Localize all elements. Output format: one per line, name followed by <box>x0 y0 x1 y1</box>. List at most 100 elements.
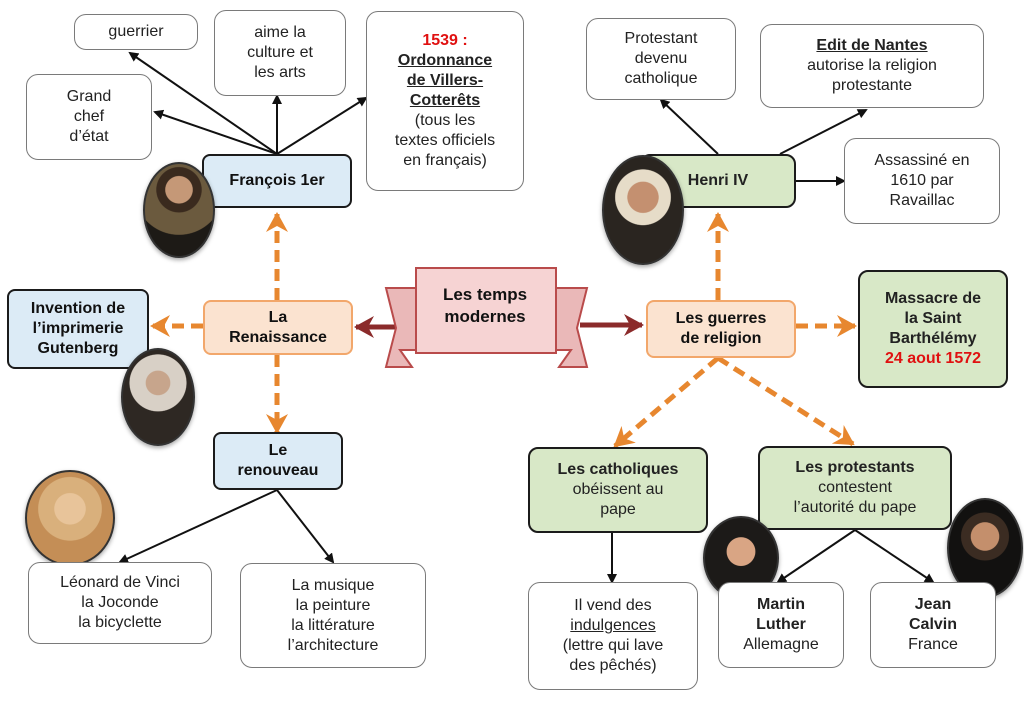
renaissance-label-1: La <box>268 308 288 326</box>
assassin-box: Assassiné en 1610 par Ravaillac <box>844 138 1000 224</box>
leonard-line3: la bicyclette <box>78 614 162 631</box>
massacre-box: Massacre de la Saint Barthélémy 24 aout … <box>858 270 1008 388</box>
ordonnance-year: 1539 : <box>422 32 468 49</box>
indulgences-link: indulgences <box>570 617 656 634</box>
massacre-line1: Massacre de <box>884 290 982 307</box>
imprimerie-line1: Invention de <box>30 300 126 317</box>
imprimerie-line3: Gutenberg <box>37 340 119 357</box>
luther-name-1: Martin <box>757 596 805 613</box>
guerrier-box: guerrier <box>74 14 198 50</box>
arts-line1: La musique <box>291 576 375 594</box>
indulgences-box: Il vend des indulgences (lettre qui lave… <box>528 582 698 690</box>
ordonnance-box: 1539 : Ordonnance de Villers- Cotterêts … <box>366 11 524 191</box>
arrow-to-luther <box>776 529 856 584</box>
edit-line2: protestante <box>831 77 913 94</box>
arrow-to-ordonnance <box>276 96 368 155</box>
protestants-line2: l’autorité du pape <box>793 499 917 516</box>
arts-box: La musique la peinture la littérature l’… <box>240 563 426 668</box>
leonard-line1: Léonard de Vinci <box>60 574 180 591</box>
converti-line1: Protestant <box>624 30 698 47</box>
arts-line2: la peinture <box>295 596 371 614</box>
arrow-to-leonard <box>118 489 278 564</box>
guerres-label-2: de religion <box>680 330 762 347</box>
massacre-line2: la Saint <box>904 310 962 327</box>
indulgences-line1: Il vend des <box>574 597 652 614</box>
arrow-to-converti <box>659 98 719 155</box>
calvin-name-1: Jean <box>914 596 952 613</box>
converti-box: Protestant devenu catholique <box>586 18 736 100</box>
protestants-title: Les protestants <box>795 459 915 476</box>
ordonnance-title-1: Ordonnance <box>397 52 493 69</box>
ordonnance-detail-2: textes officiels <box>394 132 496 149</box>
edit-title: Edit de Nantes <box>816 37 928 54</box>
culture-box: aime la culture et les arts <box>214 10 346 96</box>
assassin-line3: Ravaillac <box>889 192 955 209</box>
calvin-name-2: Calvin <box>908 616 957 633</box>
renouveau-line1: Le <box>268 442 288 459</box>
arrow-to-edit <box>779 109 868 155</box>
leonard-line2: la Joconde <box>81 594 159 611</box>
center-title-line2: modernes <box>444 307 526 327</box>
renouveau-box: Le renouveau <box>213 432 343 490</box>
arrow-to-guerrier <box>128 51 278 155</box>
catholiques-box: Les catholiques obéissent au pape <box>528 447 708 533</box>
protestants-box: Les protestants contestent l’autorité du… <box>758 446 952 530</box>
center-banner <box>384 267 589 368</box>
arrow-to-calvin <box>854 529 935 584</box>
arts-line4: l’architecture <box>287 636 379 654</box>
catholiques-line2: pape <box>600 501 636 518</box>
luther-country: Allemagne <box>743 636 819 653</box>
portrait-gutenberg <box>121 348 195 446</box>
culture-line2: culture et <box>247 44 313 61</box>
indulgences-line3: (lettre qui lave <box>562 637 664 654</box>
assassin-line2: 1610 par <box>890 172 954 189</box>
renouveau-line2: renouveau <box>237 462 319 479</box>
ordonnance-detail-3: en français) <box>403 152 487 169</box>
dashed-arrow-guerres-catholiques <box>613 356 720 448</box>
guerres-box: Les guerres de religion <box>646 300 796 358</box>
center-title-line1: Les temps <box>442 285 528 304</box>
calvin-box: Jean Calvin France <box>870 582 996 668</box>
renaissance-box: La Renaissance <box>203 300 353 355</box>
calvin-country: France <box>908 636 958 653</box>
portrait-leonard <box>25 470 115 566</box>
portrait-henri <box>602 155 684 265</box>
indulgences-line4: des pêchés) <box>569 657 657 674</box>
arts-line3: la littérature <box>291 616 375 634</box>
portrait-calvin <box>947 498 1023 598</box>
culture-line3: les arts <box>254 64 306 81</box>
dashed-arrow-guerres-protestants <box>716 355 855 447</box>
arrow-to-arts <box>276 489 335 564</box>
imprimerie-box: Invention de l’imprimerie Gutenberg <box>7 289 149 369</box>
chef-line1: Grand <box>66 88 112 105</box>
chef-box: Grand chef d’état <box>26 74 152 160</box>
chef-line3: d’état <box>69 128 109 145</box>
massacre-line3: Barthélémy <box>889 330 977 347</box>
chef-line2: chef <box>73 108 105 125</box>
converti-line2: devenu <box>634 50 688 67</box>
leonard-box: Léonard de Vinci la Joconde la bicyclett… <box>28 562 212 644</box>
culture-line1: aime la <box>254 24 306 41</box>
portrait-francois <box>143 162 215 258</box>
ordonnance-title-2: de Villers- <box>406 72 484 89</box>
renaissance-label-2: Renaissance <box>229 328 327 346</box>
edit-box: Edit de Nantes autorise la religion prot… <box>760 24 984 108</box>
ordonnance-title-3: Cotterêts <box>409 92 481 109</box>
guerrier-text: guerrier <box>108 23 164 40</box>
massacre-date: 24 aout 1572 <box>884 350 982 367</box>
francois-box: François 1er <box>202 154 352 208</box>
protestants-line1: contestent <box>818 479 892 496</box>
henri-name: Henri IV <box>687 172 749 189</box>
luther-name-2: Luther <box>756 616 806 633</box>
assassin-line1: Assassiné en <box>874 152 970 169</box>
imprimerie-line2: l’imprimerie <box>32 320 124 337</box>
arrow-to-chef <box>153 109 278 155</box>
catholiques-line1: obéissent au <box>572 481 664 498</box>
luther-box: Martin Luther Allemagne <box>718 582 844 668</box>
guerres-label-1: Les guerres <box>675 310 767 327</box>
converti-line3: catholique <box>624 70 698 87</box>
ordonnance-detail-1: (tous les <box>414 112 476 129</box>
francois-name: François 1er <box>229 172 325 189</box>
catholiques-title: Les catholiques <box>557 461 679 478</box>
